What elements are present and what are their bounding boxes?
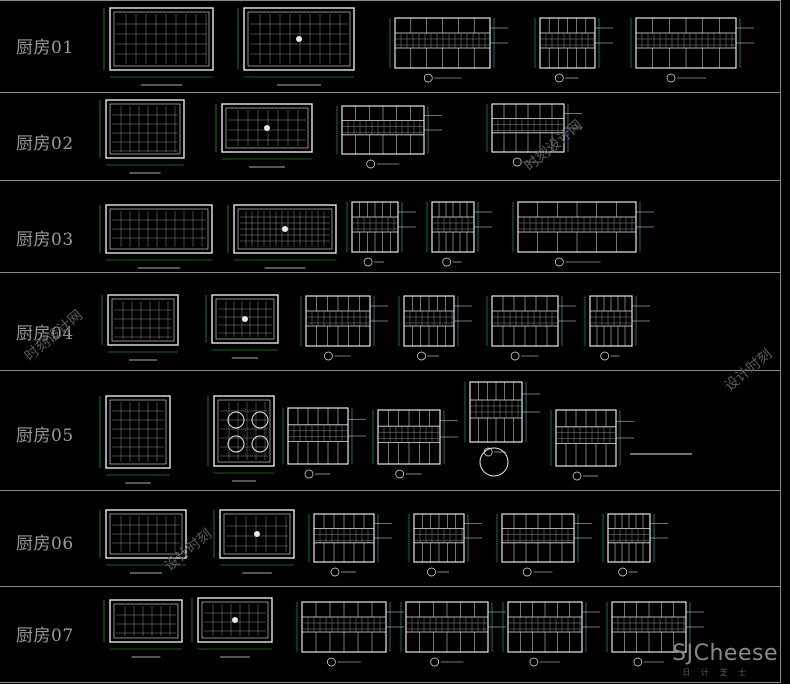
light-fixture [254, 531, 260, 537]
light-fixture [264, 125, 270, 131]
floor-plan [219, 509, 295, 559]
row-kitchen-04: 厨房04 [0, 272, 780, 371]
elevation-tag [442, 257, 452, 267]
floor-plan [213, 395, 275, 467]
elevation-tag [512, 157, 522, 167]
elevation-tag [600, 351, 610, 361]
elevation-tag [633, 657, 643, 667]
elevation-tag [510, 351, 520, 361]
elevation-tag [666, 73, 676, 83]
floor-plan-inner [201, 601, 269, 639]
elevation-tag [554, 73, 564, 83]
floor-plan [211, 294, 279, 344]
floor-plan-inner [217, 399, 271, 463]
elevation-tag [572, 471, 582, 481]
row-kitchen-05: 厨房05 [0, 370, 780, 491]
light-fixture [242, 316, 248, 322]
row-label: 厨房03 [16, 230, 74, 250]
elevation-tag [395, 469, 405, 479]
floor-plan [105, 204, 213, 254]
elevation-tag [417, 351, 426, 361]
floor-plan-inner [225, 107, 309, 149]
elevation-tag [423, 73, 433, 83]
floor-plan-inner [223, 513, 291, 555]
row-label: 厨房04 [16, 324, 74, 344]
elevation-tag [324, 351, 333, 361]
light-fixture [282, 226, 288, 232]
row-label: 厨房07 [16, 626, 74, 646]
row-kitchen-06: 厨房06 [0, 490, 780, 587]
row-kitchen-01: 厨房01 [0, 0, 780, 93]
floor-plan [233, 204, 337, 254]
elevation-tag [366, 159, 376, 169]
row-kitchen-03: 厨房03 [0, 180, 780, 273]
floor-plan-inner [247, 11, 351, 67]
floor-plan-inner [109, 513, 183, 555]
elevation-tag [327, 657, 336, 667]
row-label: 厨房05 [16, 426, 74, 446]
floor-plan-inner [113, 11, 210, 67]
floor-plan-inner [109, 208, 209, 250]
cooktop-burner-icon [251, 435, 269, 453]
row-label: 厨房02 [16, 134, 74, 154]
floor-plan-inner [111, 298, 175, 342]
cooktop-burner-icon [227, 411, 245, 429]
brand-subtitle: 日 计 芝 士 [682, 668, 750, 677]
elevation-tag [554, 257, 564, 267]
row-kitchen-02: 厨房02 [0, 92, 780, 181]
elevation-tag [430, 657, 440, 667]
elevation-tag [330, 567, 340, 577]
floor-plan [109, 7, 214, 71]
light-fixture [232, 617, 238, 623]
cooktop-burner-icon [251, 411, 269, 429]
floor-plan-inner [113, 603, 179, 639]
elevation-tag [304, 469, 314, 479]
brand-logo-text: SJCheese [672, 641, 778, 666]
elevation-tag [529, 657, 539, 667]
elevation-tag [427, 567, 436, 577]
floor-plan-inner [109, 103, 181, 155]
floor-plan [221, 103, 313, 153]
detail-callout [479, 447, 509, 477]
floor-plan [197, 597, 273, 643]
floor-plan [243, 7, 355, 71]
floor-plan-inner [215, 298, 275, 340]
elevation-tag [363, 257, 373, 267]
floor-plan [107, 294, 179, 346]
row-label: 厨房06 [16, 534, 74, 554]
floor-plan [105, 509, 187, 559]
floor-plan [105, 99, 185, 159]
floor-plan-inner [109, 399, 167, 465]
elevation-tag [522, 567, 532, 577]
light-fixture [296, 36, 302, 42]
row-label: 厨房01 [16, 38, 74, 58]
cooktop-burner-icon [227, 435, 245, 453]
row-kitchen-07: 厨房07 [0, 586, 780, 683]
floor-plan-inner [237, 208, 333, 250]
elevation-tag [618, 567, 628, 577]
floor-plan [105, 395, 171, 469]
floor-plan [109, 599, 183, 643]
